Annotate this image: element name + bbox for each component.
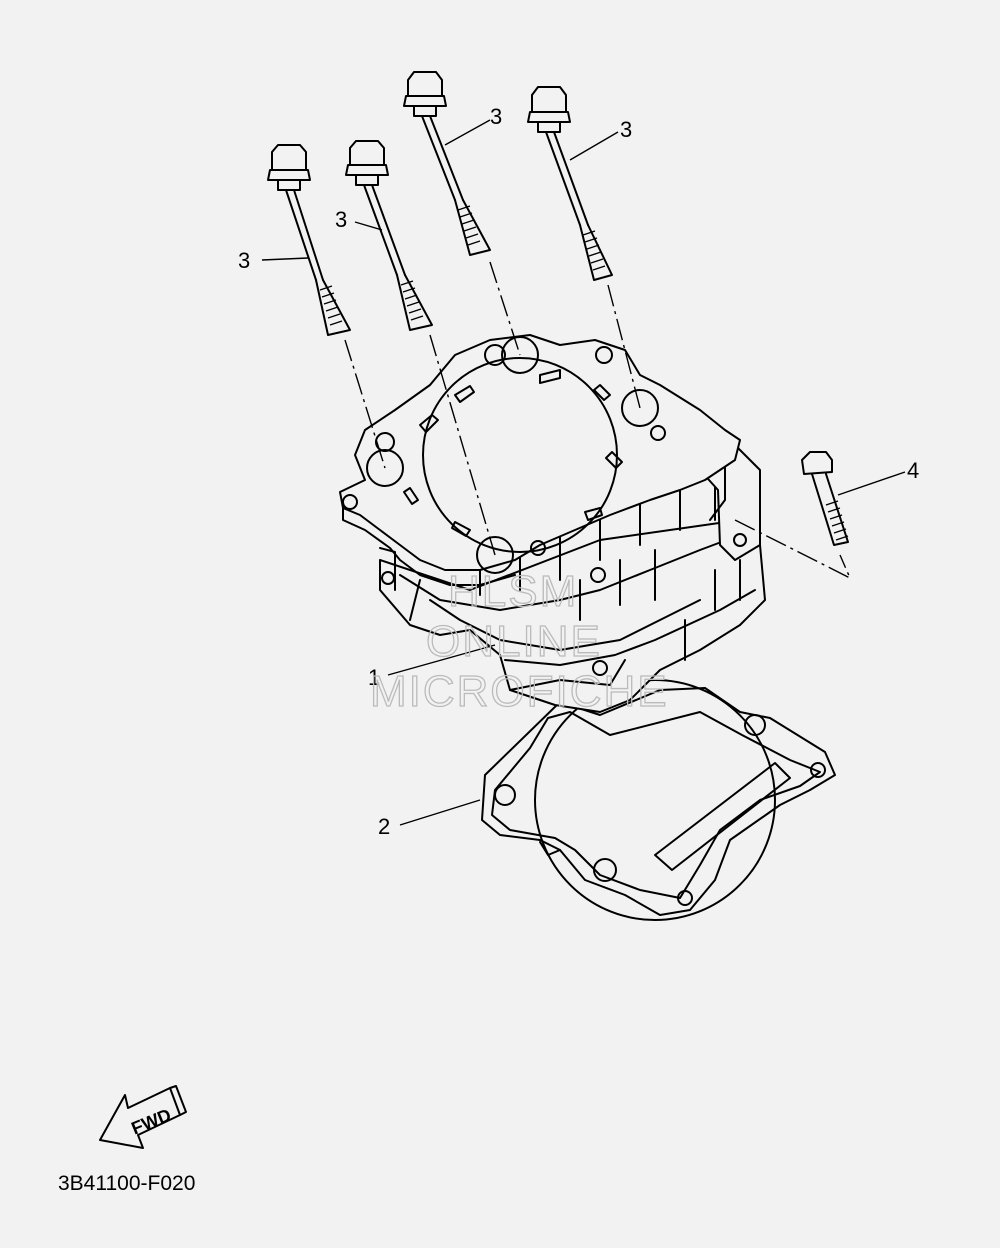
watermark-line-3: MICROFICHE [370, 667, 669, 716]
assembly-center-lines [344, 261, 852, 580]
callout-3a: 3 [238, 248, 250, 273]
callout-4: 4 [907, 458, 919, 483]
callout-1: 1 [368, 665, 380, 690]
callout-2: 2 [378, 814, 390, 839]
cylinder-bolt [801, 451, 849, 546]
callout-3b: 3 [335, 207, 347, 232]
callout-leader-lines [261, 119, 906, 826]
head-stud-3 [403, 71, 491, 256]
head-stud-2 [345, 140, 433, 331]
head-stud-4 [527, 86, 613, 281]
watermark-line-2: ONLINE [426, 617, 602, 666]
forward-direction-arrow-icon: FWD [99, 1085, 187, 1149]
watermark-line-1: HLSM [448, 567, 578, 616]
cylinder-base-gasket [481, 679, 836, 921]
callout-3d: 3 [620, 117, 632, 142]
head-stud-1 [267, 144, 351, 336]
diagram-part-code: 3B41100-F020 [58, 1172, 195, 1195]
watermark: HLSM ONLINE MICROFICHE [369, 566, 669, 716]
cylinder-body [339, 334, 766, 713]
callout-3c: 3 [490, 104, 502, 129]
